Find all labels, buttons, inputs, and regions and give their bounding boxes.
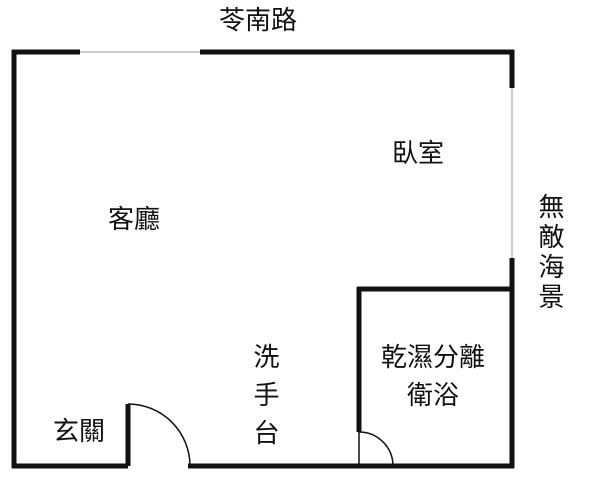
room-label-bedroom: 臥室 xyxy=(392,139,445,169)
street-label-north: 苓南路 xyxy=(219,6,298,36)
entrance-door-swing xyxy=(127,403,191,467)
room-label-entrance: 玄關 xyxy=(53,417,106,447)
view-label-east: 無敵海景 xyxy=(534,193,564,313)
room-label-bathroom-line2: 衛浴 xyxy=(406,380,459,411)
bathroom-door-swing xyxy=(358,431,394,467)
room-label-sink: 洗手台 xyxy=(249,343,279,457)
room-label-bathroom-line1: 乾濕分離 xyxy=(380,343,485,373)
room-label-living-room: 客廳 xyxy=(108,205,161,235)
room-label-bathroom: 乾濕分離 衛浴 xyxy=(363,340,503,415)
